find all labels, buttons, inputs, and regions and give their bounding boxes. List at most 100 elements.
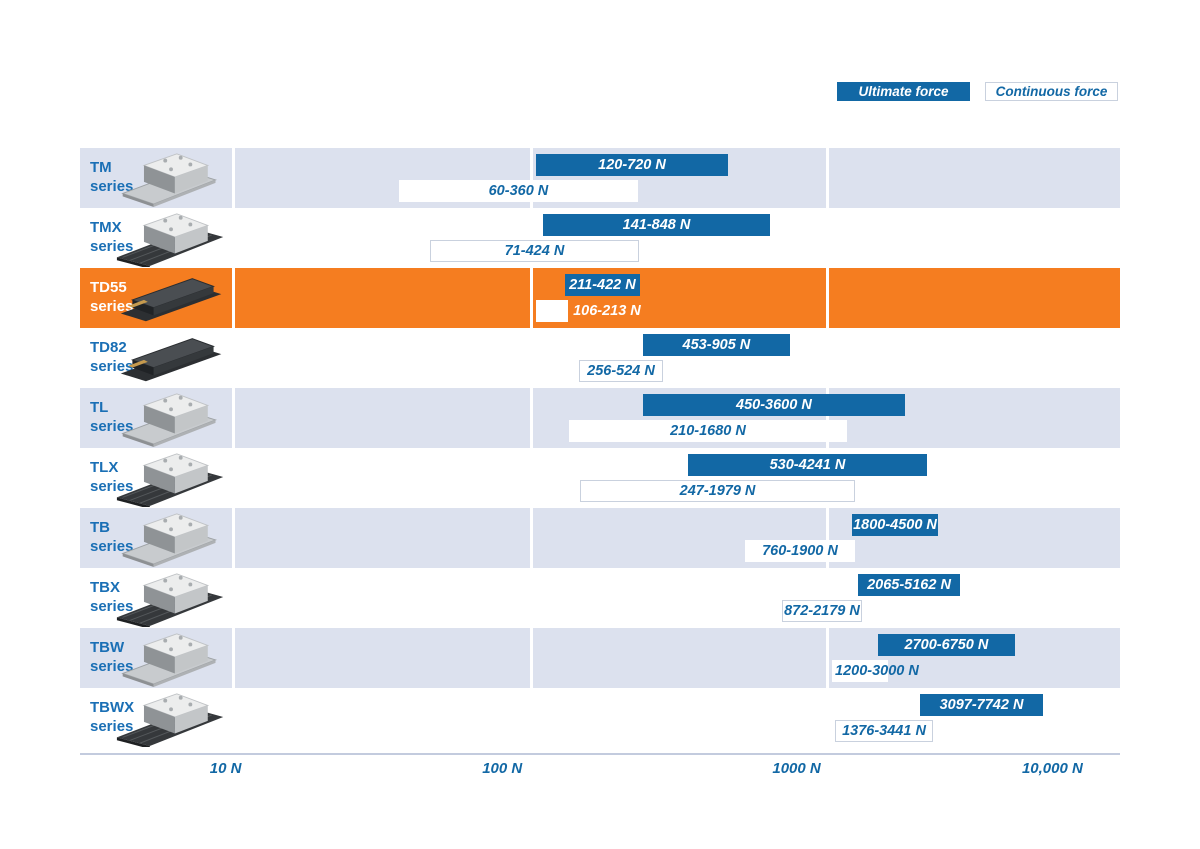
- bar-range-label: 60-360 N: [488, 183, 549, 199]
- axis-tick-label: 100 N: [482, 760, 523, 777]
- series-row-tbx: TBX series 2065-5162 N 872-2179 N: [80, 568, 1120, 628]
- axis-gridline: [530, 148, 533, 748]
- bar-range-label: 760-1900 N: [762, 543, 838, 559]
- series-name: TLX: [90, 459, 119, 476]
- series-label: TL series: [90, 398, 133, 436]
- series-label: TBX series: [90, 578, 133, 616]
- series-rows: TM series 120-720 N 60-360 N TMX series 141-84…: [80, 148, 1120, 748]
- bar-range-label: 106-213 N: [573, 303, 641, 319]
- series-row-td55: TD55 series 211-422 N 106-213 N: [80, 268, 1120, 328]
- bar-range-label: 453-905 N: [682, 337, 751, 353]
- series-suffix: series: [90, 298, 134, 315]
- series-name: TM: [90, 159, 112, 176]
- series-name: TBW: [90, 639, 125, 656]
- legend-continuous-force: Continuous force: [985, 82, 1118, 101]
- series-suffix: series: [90, 598, 134, 615]
- series-suffix: series: [90, 178, 134, 195]
- ultimate-force-bar: 2700-6750 N: [877, 634, 1015, 656]
- series-row-tbwx: TBWX series 3097-7742 N 1376-3441 N: [80, 688, 1120, 748]
- bar-range-label: 1376-3441 N: [842, 723, 926, 739]
- ultimate-force-bar: 141-848 N: [543, 214, 771, 236]
- legend-ultimate-force-label: Ultimate force: [858, 84, 949, 99]
- bar-range-label: 256-524 N: [587, 363, 655, 379]
- stage-flat-icon: [113, 629, 231, 687]
- series-suffix: series: [90, 658, 134, 675]
- series-label: TLX series: [90, 458, 133, 496]
- bar-range-label: 120-720 N: [598, 157, 666, 173]
- ultimate-force-bar: 3097-7742 N: [920, 694, 1044, 716]
- bar-range-label: 1200-3000 N: [835, 663, 919, 679]
- series-suffix: series: [90, 478, 134, 495]
- axis-gridline: [825, 148, 829, 748]
- series-label: TM series: [90, 158, 133, 196]
- series-name: TD82: [90, 339, 127, 356]
- bar-range-label: 71-424 N: [504, 243, 565, 259]
- legend-ultimate-force: Ultimate force: [837, 82, 970, 101]
- series-label: TMX series: [90, 218, 133, 256]
- stage-flat-icon: [113, 389, 231, 447]
- bar-range-label: 141-848 N: [622, 217, 691, 233]
- stage-rail-icon: [113, 449, 231, 507]
- bar-range-label: 247-1979 N: [679, 483, 756, 499]
- bar-range-label: 872-2179 N: [784, 603, 860, 619]
- bar-range-label: 450-3600 N: [736, 397, 812, 413]
- bar-range-label: 2065-5162 N: [867, 577, 951, 593]
- legend-continuous-force-label: Continuous force: [995, 84, 1108, 99]
- continuous-force-bar: 71-424 N: [429, 240, 639, 262]
- continuous-force-bar: 106-213 N: [536, 300, 641, 322]
- series-row-td82: TD82 series 453-905 N 256-524 N: [80, 328, 1120, 388]
- axis-tick-label: 1000 N: [772, 760, 821, 777]
- series-label: TB series: [90, 518, 133, 556]
- series-row-tmx: TMX series 141-848 N 71-424 N: [80, 208, 1120, 268]
- series-label: TBW series: [90, 638, 133, 676]
- bar-range-label: 1800-4500 N: [853, 517, 937, 533]
- series-label: TBWX series: [90, 698, 134, 736]
- bar-range-label: 211-422 N: [569, 277, 636, 293]
- axis-tick-label: 10 N: [209, 760, 242, 777]
- ultimate-force-bar: 530-4241 N: [687, 454, 927, 476]
- series-row-tl: TL series 450-3600 N 210-1680 N: [80, 388, 1120, 448]
- axis-tick-label: 10,000 N: [1021, 760, 1083, 777]
- bar-range-label: 3097-7742 N: [939, 697, 1024, 713]
- ultimate-force-bar: 2065-5162 N: [858, 574, 961, 596]
- continuous-force-bar: 1376-3441 N: [835, 720, 933, 742]
- series-row-tb: TB series 1800-4500 N 760-1900 N: [80, 508, 1120, 568]
- series-suffix: series: [90, 238, 134, 255]
- stage-rail-icon: [113, 689, 231, 747]
- ultimate-force-bar: 211-422 N: [564, 274, 640, 296]
- ultimate-force-bar: 120-720 N: [536, 154, 728, 176]
- series-row-tbw: TBW series 2700-6750 N 1200-3000 N: [80, 628, 1120, 688]
- stage-low-icon: [113, 329, 231, 387]
- series-name: TMX: [90, 219, 122, 236]
- series-label: TD55 series: [90, 278, 133, 316]
- series-suffix: series: [90, 418, 134, 435]
- series-name: TL: [90, 399, 109, 416]
- series-name: TBWX: [90, 699, 135, 716]
- continuous-force-bar: 247-1979 N: [580, 480, 855, 502]
- continuous-force-bar: 60-360 N: [398, 180, 638, 202]
- series-name: TB: [90, 519, 110, 536]
- ultimate-force-bar: 450-3600 N: [642, 394, 905, 416]
- stage-rail-icon: [113, 209, 231, 267]
- bar-range-label: 210-1680 N: [670, 423, 746, 439]
- series-suffix: series: [90, 538, 134, 555]
- continuous-force-bar: 872-2179 N: [782, 600, 862, 622]
- continuous-force-bar: 760-1900 N: [744, 540, 855, 562]
- x-axis: 10 N 100 N 1000 N 10,000 N: [80, 753, 1120, 785]
- series-suffix: series: [90, 358, 134, 375]
- series-name: TBX: [90, 579, 120, 596]
- continuous-force-bar: 1200-3000 N: [832, 660, 919, 682]
- series-label: TD82 series: [90, 338, 133, 376]
- stage-low-icon: [113, 269, 231, 327]
- series-row-tlx: TLX series 530-4241 N 247-1979 N: [80, 448, 1120, 508]
- stage-rail-icon: [113, 569, 231, 627]
- continuous-force-bar: 210-1680 N: [569, 420, 847, 442]
- continuous-force-bar: 256-524 N: [578, 360, 664, 382]
- ultimate-force-bar: 1800-4500 N: [851, 514, 938, 536]
- series-suffix: series: [90, 718, 134, 735]
- stage-flat-icon: [113, 149, 231, 207]
- series-name: TD55: [90, 279, 127, 296]
- chart-area: TM series 120-720 N 60-360 N TMX series 141-84…: [80, 148, 1120, 748]
- ultimate-force-bar: 453-905 N: [642, 334, 790, 356]
